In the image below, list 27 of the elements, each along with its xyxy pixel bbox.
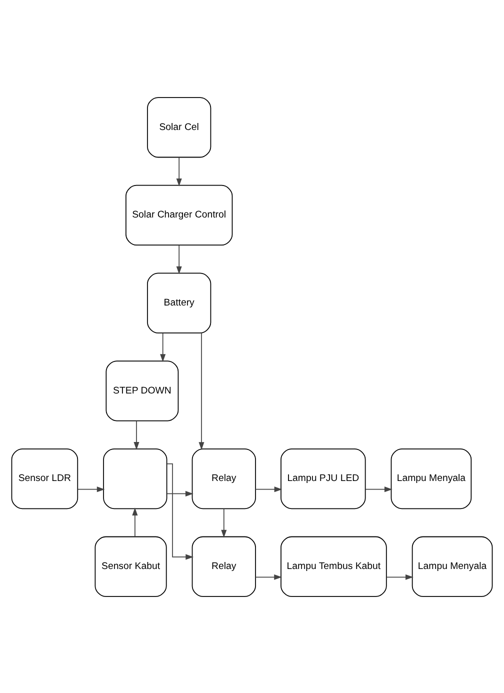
arrow [77, 486, 105, 492]
node-box: Lampu Menyala [390, 448, 472, 509]
node-box: Relay [192, 448, 256, 509]
node-box: Lampu Menyala [412, 536, 493, 596]
arrow [255, 574, 282, 580]
arrow [132, 507, 138, 537]
arrow [221, 508, 227, 538]
node-box: Lampu Tembus Kabut [280, 536, 387, 596]
node-box: Sensor Kabut [94, 536, 167, 596]
arrow [176, 244, 182, 274]
node-box: Solar Charger Control [126, 184, 233, 246]
node-box: Lampu PJU LED [280, 448, 366, 509]
arrow [176, 156, 182, 186]
arrow [255, 486, 282, 492]
node-box: Battery [147, 272, 212, 333]
node-box: Relay [192, 536, 256, 596]
node-box: Sensor LDR [11, 448, 78, 509]
arrow [166, 490, 194, 496]
arrow [160, 332, 166, 362]
arrow [365, 486, 392, 492]
node-box [103, 448, 168, 509]
arrow [166, 462, 194, 560]
arrow [198, 332, 204, 450]
arrow [386, 574, 414, 580]
node-box: Solar Cel [147, 96, 212, 158]
node-box: STEP DOWN [106, 360, 179, 421]
arrow [134, 420, 140, 450]
